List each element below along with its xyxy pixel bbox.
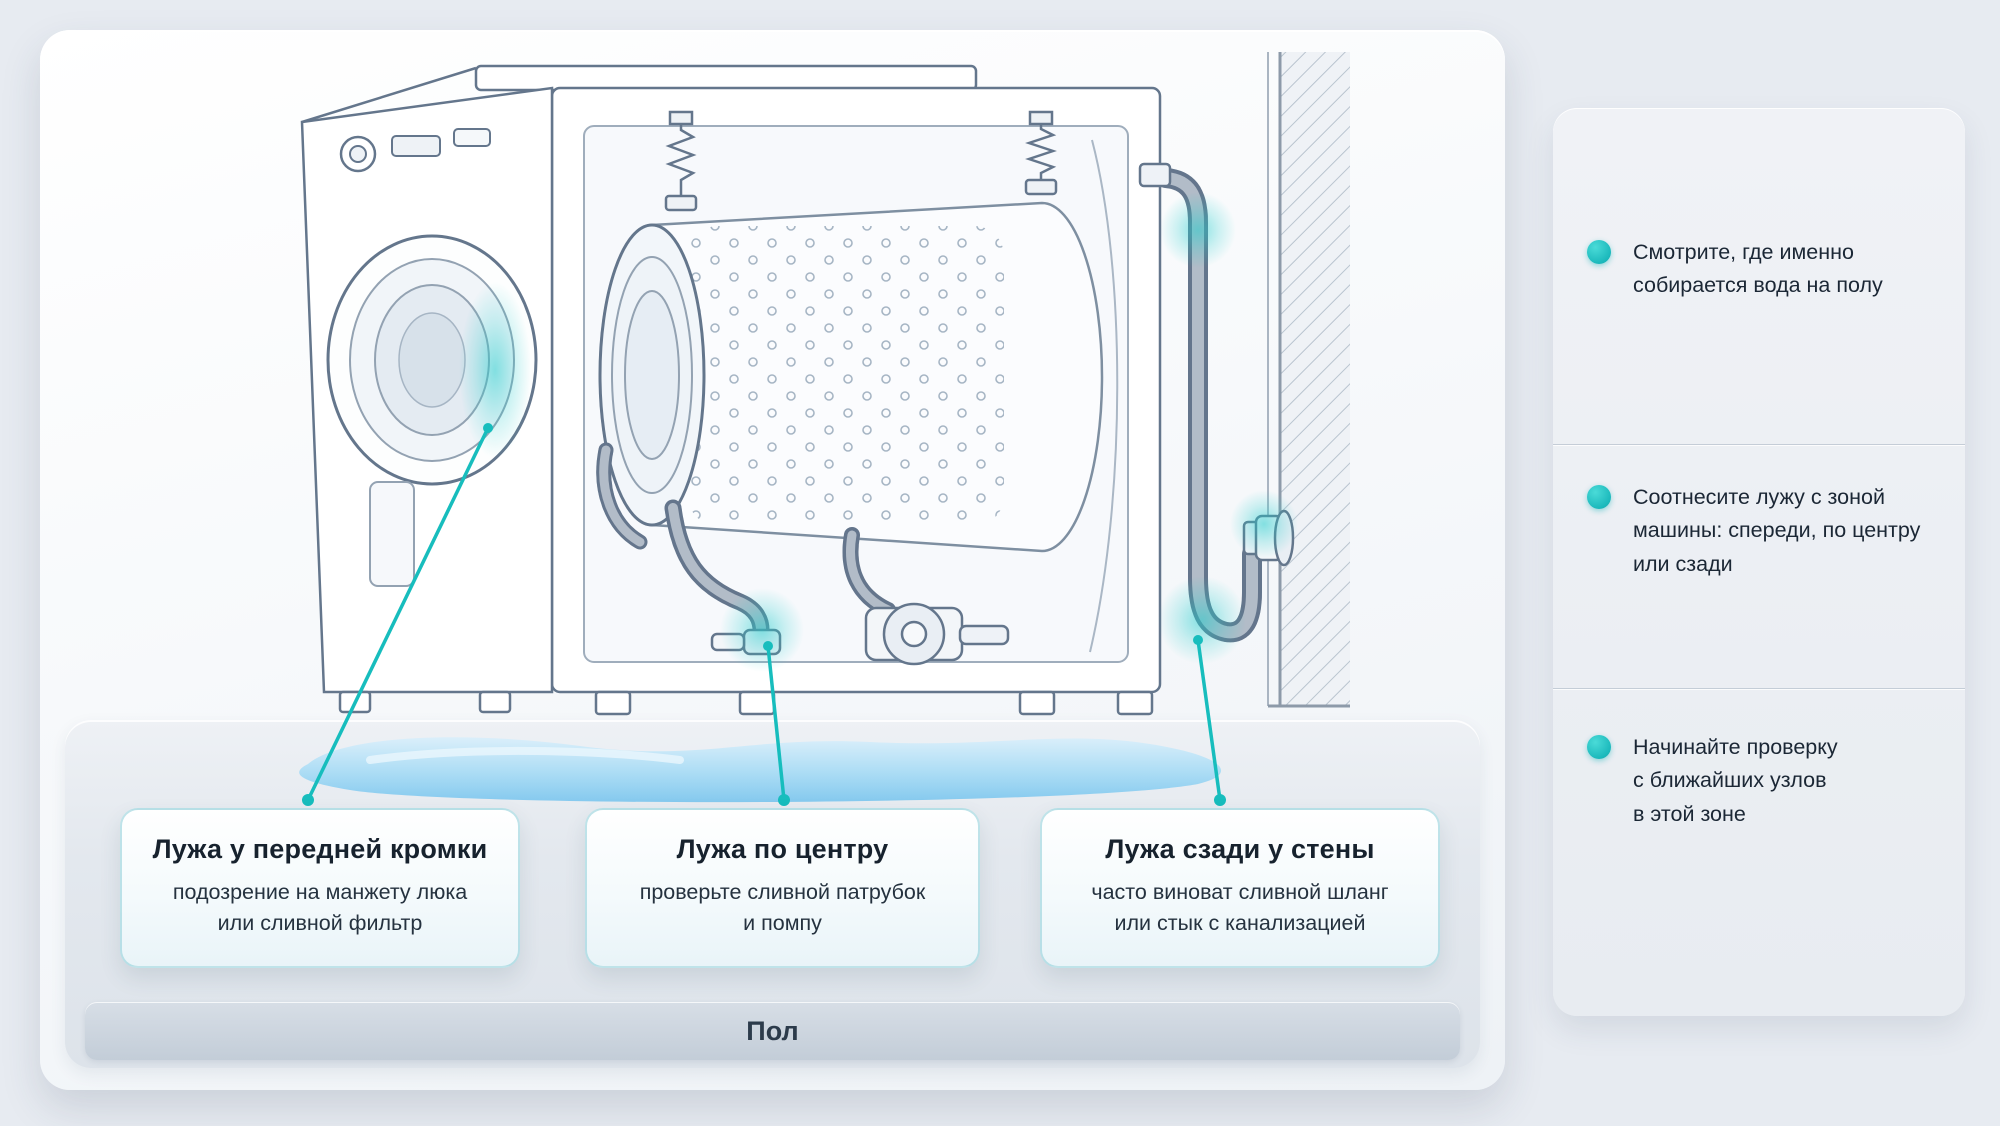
diagram-panel: Лужа у передней кромки подозрение на ман… xyxy=(40,30,1505,1090)
hoses xyxy=(604,178,1252,634)
callout-description: проверьте сливной патрубок и помпу xyxy=(639,880,926,935)
feet xyxy=(338,690,1154,716)
checklist-item-3: Начинайте проверку с ближайших узлов в э… xyxy=(1553,688,1965,1016)
bullet-dot-icon xyxy=(1587,485,1611,509)
pump-assembly xyxy=(710,602,1010,666)
wall xyxy=(1267,52,1350,708)
leak-glow-highlights xyxy=(459,192,1298,672)
checklist-item-2: Соотнесите лужу с зоной машины: спереди,… xyxy=(1553,444,1965,688)
machine-body xyxy=(300,64,1162,694)
control-panel xyxy=(339,128,491,173)
checklist-panel: Смотрите, где именно собирается вода на … xyxy=(1553,108,1965,1016)
door xyxy=(326,234,538,486)
hose-top-connector xyxy=(1138,162,1172,188)
callout-description: подозрение на манжету люка или сливной ф… xyxy=(172,880,468,935)
floor-label-bar: Пол xyxy=(85,1002,1460,1060)
callout-title: Лужа сзади у стены xyxy=(1105,834,1375,864)
checklist-text: Соотнесите лужу с зоной машины: спереди,… xyxy=(1633,485,1921,576)
drum xyxy=(598,201,1104,553)
wall-fitting xyxy=(1242,509,1295,567)
checklist-text: Смотрите, где именно собирается вода на … xyxy=(1633,240,1883,298)
bullet-dot-icon xyxy=(1587,240,1611,264)
glow-wall-connection xyxy=(1230,490,1298,558)
glow-hose-bottom xyxy=(1158,576,1246,664)
checklist-text: Начинайте проверку с ближайших узлов в э… xyxy=(1633,735,1838,826)
callout-card-rear-wall: Лужа сзади у стены часто виноват сливной… xyxy=(1040,808,1440,968)
glow-door-seal xyxy=(459,282,531,458)
callout-description: часто виноват сливной шланг или стык с к… xyxy=(1091,880,1389,935)
callout-title: Лужа у передней кромки xyxy=(152,834,488,864)
callout-title: Лужа по центру xyxy=(676,834,889,864)
glow-drain-elbow xyxy=(720,588,804,672)
checklist-item-1: Смотрите, где именно собирается вода на … xyxy=(1553,108,1965,444)
callout-card-center: Лужа по центру проверьте сливной патрубо… xyxy=(585,808,980,968)
floor-label: Пол xyxy=(746,1015,799,1046)
filter-hatch xyxy=(369,481,415,587)
bullet-dot-icon xyxy=(1587,735,1611,759)
callout-card-front-edge: Лужа у передней кромки подозрение на ман… xyxy=(120,808,520,968)
suspension-springs xyxy=(664,110,1058,212)
glow-hose-top xyxy=(1160,192,1236,268)
